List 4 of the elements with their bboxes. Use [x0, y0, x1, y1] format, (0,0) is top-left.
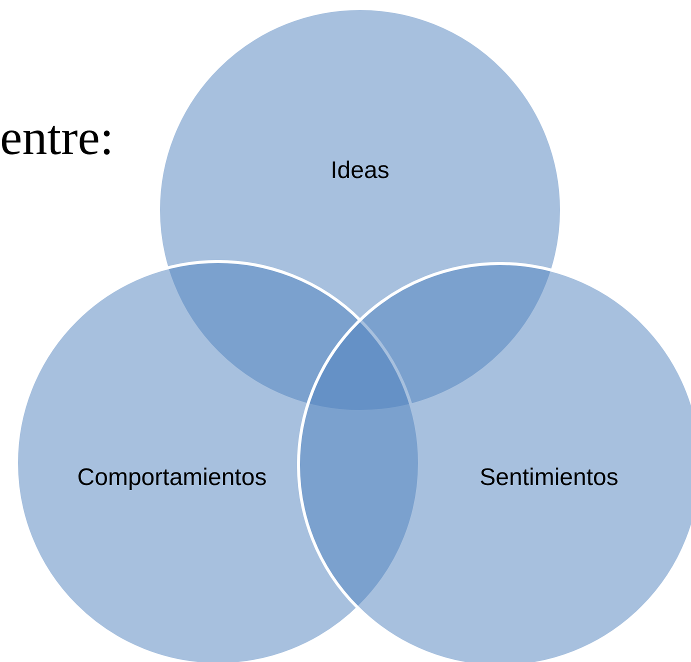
- circle-label: Sentimientos: [480, 463, 618, 493]
- circle-label: Comportamientos: [77, 463, 267, 493]
- circle-label: Ideas: [330, 156, 390, 186]
- heading-fragment: entre:: [0, 112, 114, 162]
